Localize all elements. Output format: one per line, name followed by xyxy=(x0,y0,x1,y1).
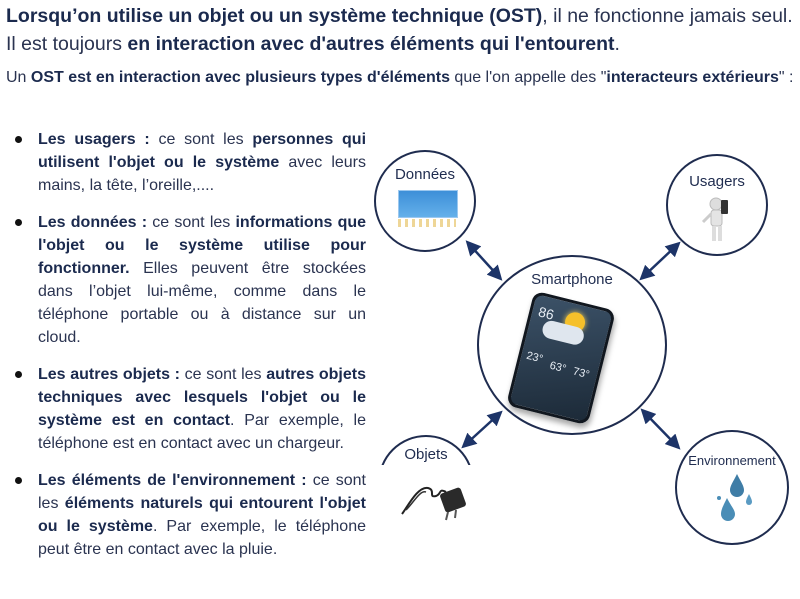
item-bold: autres objets techniques avec lesquels l… xyxy=(38,366,366,429)
item-text: . Par exemple, le téléphone est en conta… xyxy=(38,412,367,452)
person-with-phone-icon xyxy=(701,197,728,241)
list-item-objets: Les autres objets : ce sont les autres o… xyxy=(15,363,367,455)
intro-text: , il ne fonctionne jamais seul. Il est t… xyxy=(6,5,793,55)
node-environnement: Environnement xyxy=(675,430,789,545)
item-bold: personnes qui utilisent l'objet ou le sy… xyxy=(38,131,367,171)
intro-paragraph-2: Un OST est en interaction avec plusieurs… xyxy=(6,66,796,89)
list-item-donnees: Les données : ce sont les informations q… xyxy=(15,211,367,349)
intro-text: Un xyxy=(6,69,31,86)
weather-data-image xyxy=(398,190,458,218)
item-bold: informations que l'objet ou le système u… xyxy=(38,214,367,277)
arrow-objets xyxy=(461,410,503,449)
raindrops-icon xyxy=(717,474,752,521)
node-label: Environnement xyxy=(688,453,776,468)
node-objets: Objets xyxy=(378,435,474,465)
arrow-donnees xyxy=(465,240,503,281)
phone-temp: 63° xyxy=(548,359,568,376)
item-text: ce sont les xyxy=(38,472,366,512)
weather-forecast-strip xyxy=(398,219,456,227)
phone-temp: 23° xyxy=(525,349,545,366)
arrow-usagers xyxy=(639,241,681,281)
intro-bold: interacteurs extérieurs xyxy=(606,69,779,86)
item-text: ce sont les xyxy=(180,366,267,383)
item-text: ce sont les xyxy=(147,214,236,231)
node-label: Smartphone xyxy=(531,271,613,288)
intro-text: . xyxy=(614,33,620,55)
intro-text: " : xyxy=(778,69,794,86)
intro-bold: OST est en interaction avec plusieurs ty… xyxy=(30,69,450,86)
item-title: Les autres objets : xyxy=(38,366,180,383)
item-title: Les données : xyxy=(38,214,148,231)
list-item-environnement: Les éléments de l'environnement : ce son… xyxy=(15,469,366,561)
intro-bold: en interaction avec d'autres éléments qu… xyxy=(127,33,615,55)
item-title: Les usagers : xyxy=(38,131,150,148)
item-text: avec leurs mains, la tête, l’oreille,...… xyxy=(38,154,366,194)
phone-temp: 86 xyxy=(536,303,556,323)
item-text: . Par exemple, le téléphone peut être en… xyxy=(38,518,366,558)
node-donnees: Données xyxy=(374,150,476,252)
charger-icon xyxy=(401,486,466,521)
interactors-list: Les usagers : ce sont les personnes qui … xyxy=(0,128,366,575)
intro-bold: Lorsqu’on utilise un objet ou un système… xyxy=(6,5,543,27)
node-label: Objets xyxy=(404,446,448,463)
item-text: ce sont les xyxy=(149,131,253,148)
item-title: Les éléments de l'environnement : xyxy=(38,472,307,489)
node-smartphone: Smartphone 86 23° 63° 73° xyxy=(477,255,667,435)
node-usagers: Usagers xyxy=(666,154,768,256)
intro-text: que l'on appelle des " xyxy=(449,69,607,86)
arrow-environnement xyxy=(640,408,681,450)
smartphone-weather-image: 86 23° 63° 73° xyxy=(505,290,617,426)
list-item-usagers: Les usagers : ce sont les personnes qui … xyxy=(15,128,367,197)
node-label: Usagers xyxy=(689,173,745,190)
intro-paragraph-1: Lorsqu’on utilise un objet ou un système… xyxy=(6,2,796,58)
phone-temp: 73° xyxy=(571,365,591,382)
item-text: Elles peuvent être stockées dans l’objet… xyxy=(38,260,366,346)
node-label: Données xyxy=(394,166,456,183)
item-bold: éléments naturels qui entourent l'objet … xyxy=(38,495,366,535)
